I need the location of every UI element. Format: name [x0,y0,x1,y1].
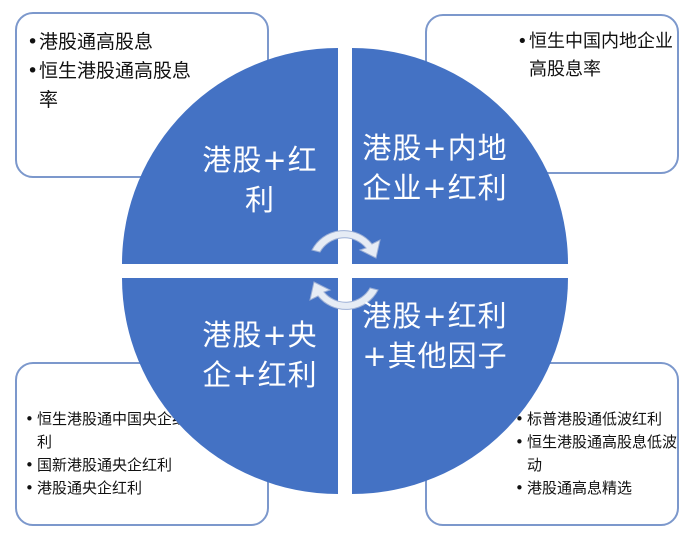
top-left-index-list: 港股通高股息 恒生港股通高股息率 [27,28,202,115]
quadrant-bottom-left [122,278,338,494]
bottom-left-index-list: 恒生港股通中国央企红利 国新港股通央企红利 港股通央企红利 [25,408,195,500]
quadrant-label-bottom-right: 港股+红利+其他因子 [362,299,508,373]
quadrant-bottom-right [352,278,568,494]
quadrant-label-bottom-left: 港股+央企+红利 [202,318,318,392]
list-item: 港股通高息精选 [515,477,680,500]
quadrant-top-left [122,48,338,264]
quadrant-label-top-left: 港股+红利 [202,143,318,217]
cycle-arrow-lower [309,281,379,310]
quadrant-top-right [352,48,568,264]
quadrant-label-top-right: 港股+内地企业+红利 [362,131,508,205]
list-item: 恒生港股通高股息低波动 [515,431,680,477]
top-right-index-box: 恒生中国内地企业高股息率 [425,14,679,174]
cycle-arrow-upper [311,230,381,259]
top-right-index-list: 恒生中国内地企业高股息率 [517,28,677,84]
list-item: 标普港股通低波红利 [515,408,680,431]
list-item: 港股通高股息 [27,28,202,57]
list-item: 国新港股通央企红利 [25,454,195,477]
list-item: 恒生港股通中国央企红利 [25,408,195,454]
list-item: 港股通央企红利 [25,477,195,500]
cycle-arrows-icon [309,230,381,310]
bottom-right-index-list: 标普港股通低波红利 恒生港股通高股息低波动 港股通高息精选 [515,408,680,500]
list-item: 恒生港股通高股息率 [27,57,202,115]
list-item: 恒生中国内地企业高股息率 [517,28,677,84]
